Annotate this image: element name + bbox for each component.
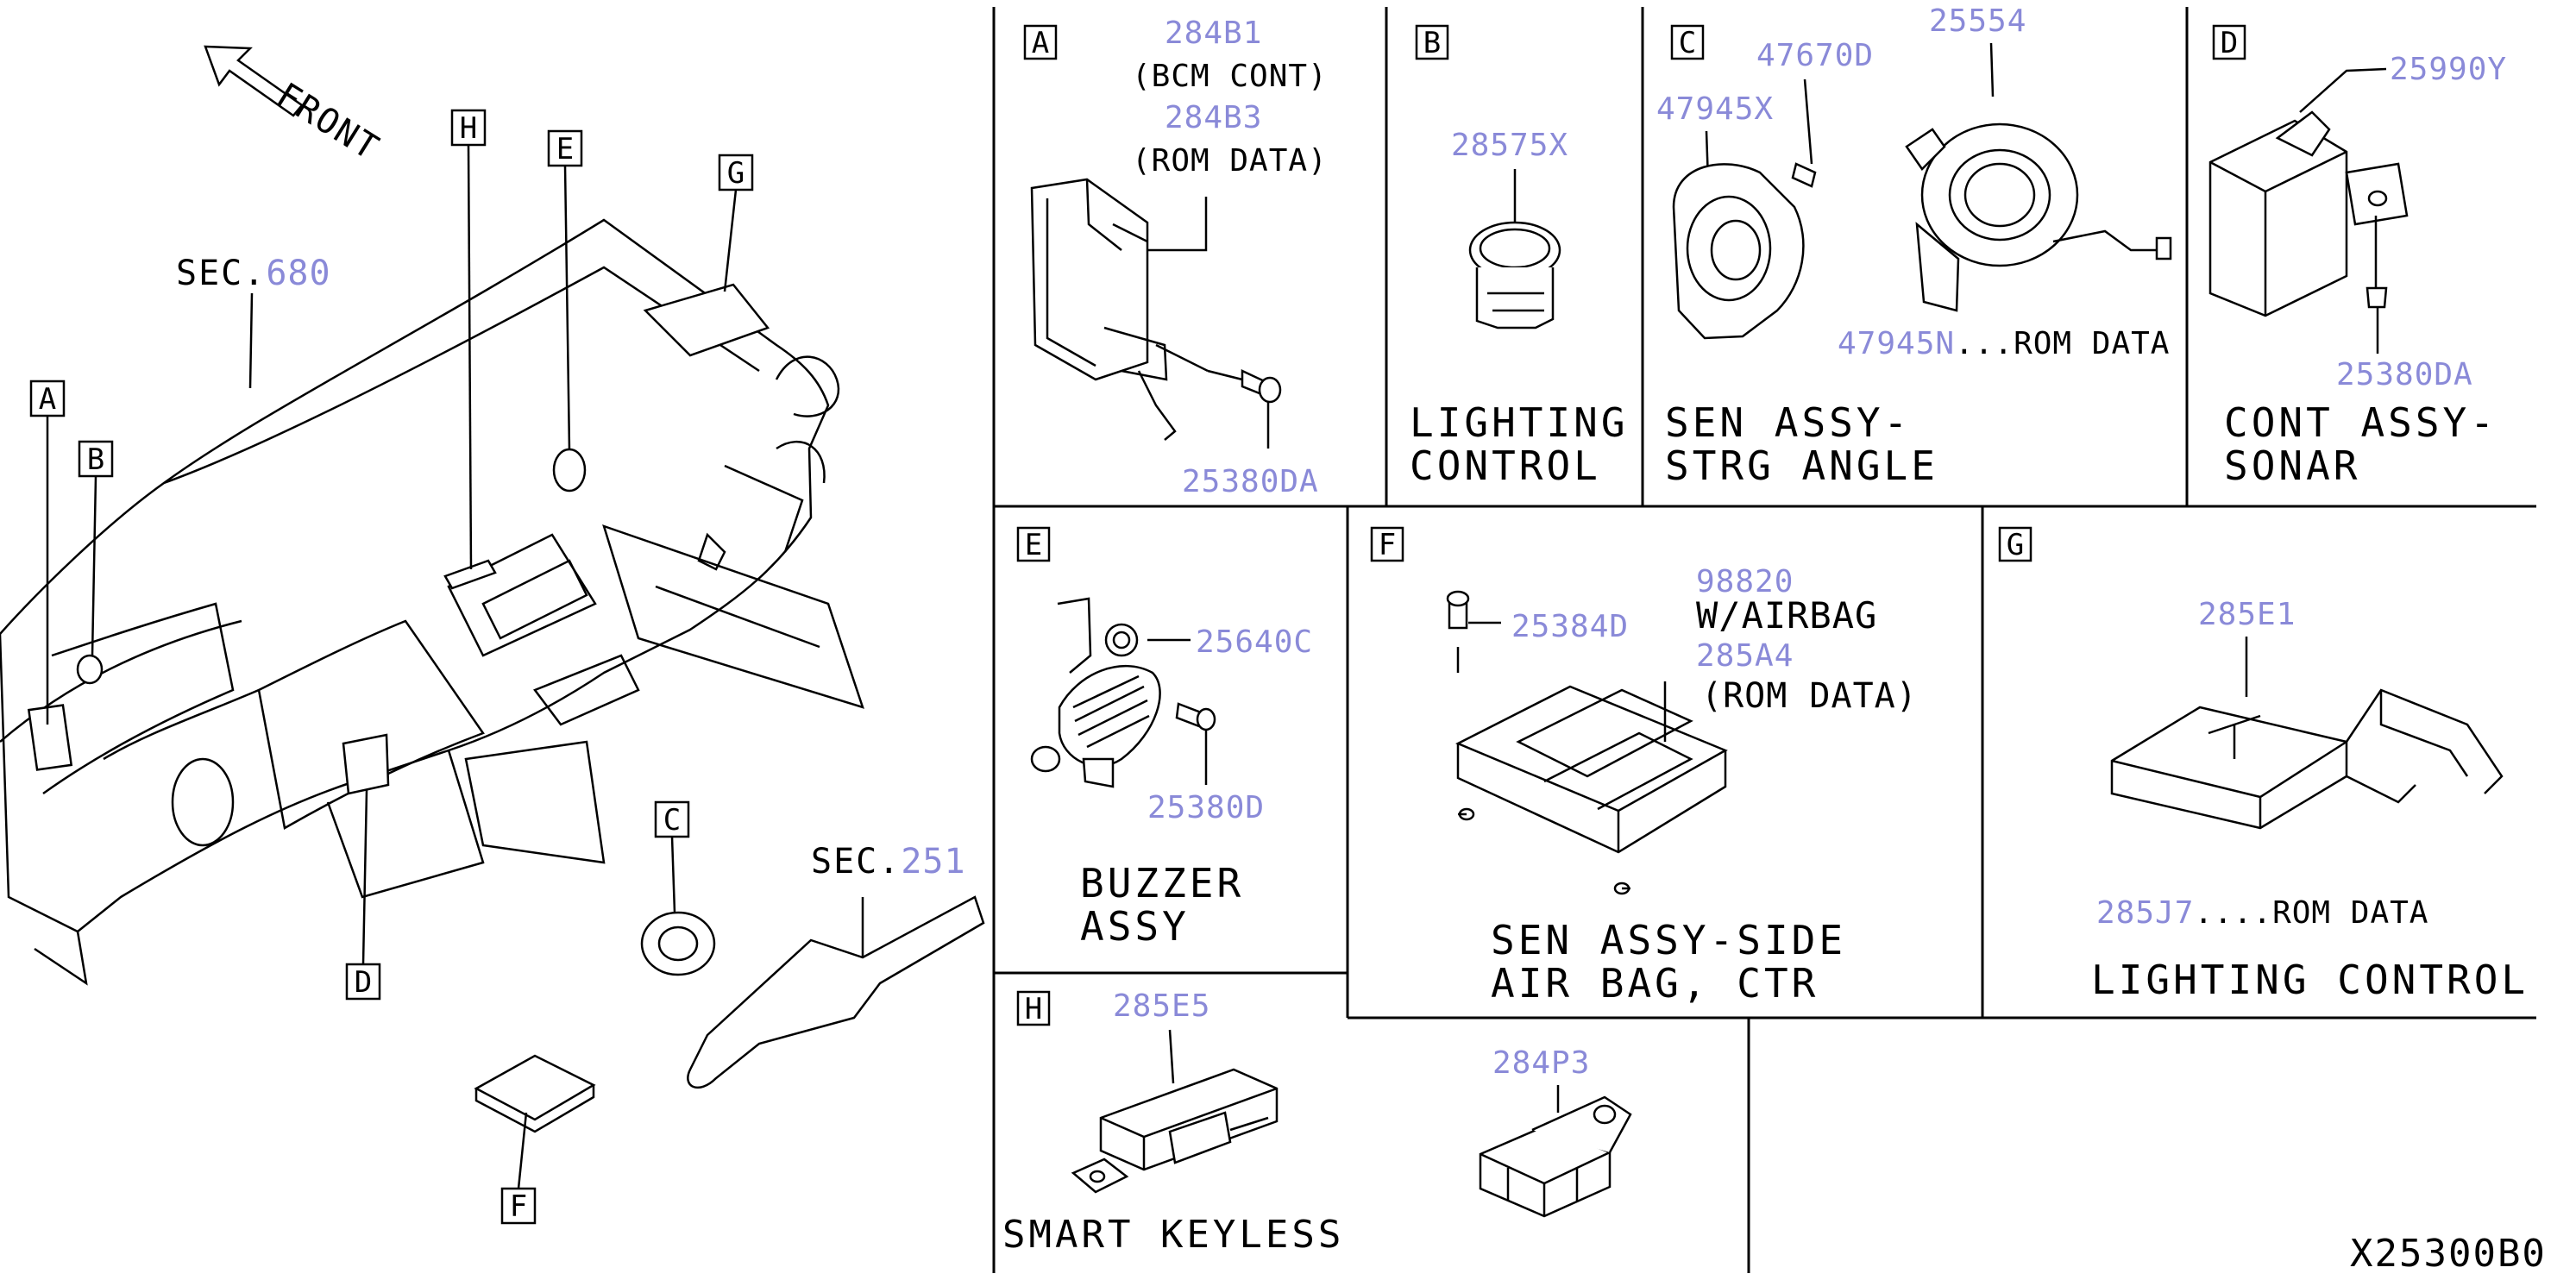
panel-f-label-2: AIR BAG, CTR <box>1491 960 1819 1007</box>
part-25384d: 25384D <box>1511 609 1629 644</box>
panel-c-label-2: STRG ANGLE <box>1665 442 1938 489</box>
panel-d-label-1: CONT ASSY- <box>2224 399 2497 446</box>
svg-text:H: H <box>460 111 477 146</box>
panel-d-key: D <box>2221 26 2238 60</box>
callout-h: H <box>450 109 487 570</box>
part-284b1: 284B1 <box>1165 16 1262 51</box>
drawing-id: X25300B0 <box>2350 1232 2547 1276</box>
panel-g-key: G <box>2007 528 2024 562</box>
part-285a4: 285A4 <box>1696 638 1794 674</box>
part-285j7: 285J7....ROM DATA <box>2096 895 2428 931</box>
callout-b: B <box>78 440 114 656</box>
panel-h: H 285E5 SMART KEYLESS <box>1002 988 1344 1257</box>
part-284b3: 284B3 <box>1165 100 1262 135</box>
overview-illustration: FRONT SEC.680 <box>0 45 985 1225</box>
front-label: FRONT <box>270 75 386 168</box>
overview-part-g <box>643 283 770 357</box>
svg-text:G: G <box>727 156 745 191</box>
overview-part-d <box>342 733 390 795</box>
callout-f: F <box>500 1112 537 1225</box>
part-25380da-d: 25380DA <box>2336 357 2473 392</box>
panel-b-key: B <box>1423 26 1441 60</box>
part-285a4-desc: (ROM DATA) <box>1701 676 1918 716</box>
panel-e-key: E <box>1025 528 1042 562</box>
callout-a: A <box>29 380 66 725</box>
panel-g-label-1: LIGHTING CONTROL <box>2091 957 2529 1003</box>
sec-251-label: SEC.251 <box>811 842 966 882</box>
overview-part-h <box>443 559 497 590</box>
svg-text:A: A <box>39 382 56 417</box>
panel-b-label-1: LIGHTING <box>1410 399 1629 446</box>
panel-f-label-1: SEN ASSY-SIDE <box>1491 917 1846 963</box>
part-25554: 25554 <box>1929 3 2026 39</box>
part-284b1-desc: (BCM CONT) <box>1132 59 1328 94</box>
panel-a-key: A <box>1032 26 1049 60</box>
svg-text:B: B <box>87 442 104 477</box>
part-47945n: 47945N...ROM DATA <box>1838 326 2170 361</box>
callout-c: C <box>654 800 690 913</box>
panel-h-key: H <box>1025 992 1042 1026</box>
sec-680-label: SEC.680 <box>176 254 331 293</box>
svg-text:E: E <box>556 132 574 166</box>
svg-text:C: C <box>663 803 681 838</box>
part-25640c: 25640C <box>1196 624 1313 660</box>
panel-e-label-1: BUZZER <box>1080 860 1244 907</box>
panel-d: D 25990Y 25380DA CONT ASSY- SONAR <box>2208 24 2507 489</box>
panel-c: C 47670D 47945X 25554 47945N...ROM DATA … <box>1656 3 2172 489</box>
callout-e: E <box>547 129 583 451</box>
overview-part-a <box>27 704 73 771</box>
panel-b: B 28575X LIGHTING CONTROL <box>1410 24 1629 489</box>
part-285e5: 285E5 <box>1113 988 1210 1024</box>
callout-g: G <box>718 154 754 292</box>
panel-f: F 98820 W/AIRBAG 25384D 285A4 (ROM DATA)… <box>1370 526 1918 1007</box>
overview-part-b <box>76 654 104 685</box>
part-98820-desc: W/AIRBAG <box>1696 594 1877 637</box>
panel-a: A 284B1 (BCM CONT) 284B3 (ROM DATA) 2538… <box>1023 16 1328 499</box>
panel-c-key: C <box>1679 26 1696 60</box>
panel-g: G 285E1 285J7....ROM DATA LIGHTING CONTR… <box>1998 526 2529 1003</box>
overview-part-e <box>552 448 587 493</box>
part-98820: 98820 <box>1696 564 1794 599</box>
part-25380d: 25380D <box>1147 790 1265 825</box>
part-25380da-a: 25380DA <box>1182 464 1319 499</box>
panel-grid <box>992 7 2536 1273</box>
part-47670d: 47670D <box>1756 38 1874 73</box>
panel-e: E 25640C 25380D BUZZER ASSY <box>1016 526 1313 950</box>
panel-c-label-1: SEN ASSY- <box>1665 399 1911 446</box>
part-284b3-desc: (ROM DATA) <box>1132 143 1328 179</box>
part-28575x: 28575X <box>1451 128 1568 163</box>
part-284p3: 284P3 <box>1492 1045 1590 1081</box>
part-285e1: 285E1 <box>2198 597 2296 632</box>
panel-h-label-1: SMART KEYLESS <box>1002 1213 1344 1257</box>
panel-extra: 284P3 <box>1479 1045 1632 1218</box>
panel-f-key: F <box>1379 528 1396 562</box>
part-25990y: 25990Y <box>2390 52 2507 87</box>
panel-e-label-2: ASSY <box>1080 903 1190 950</box>
svg-text:F: F <box>510 1189 527 1224</box>
panel-b-label-2: CONTROL <box>1410 442 1601 489</box>
callout-d: D <box>345 789 381 1001</box>
svg-text:D: D <box>355 965 372 1000</box>
panel-d-label-2: SONAR <box>2224 442 2360 489</box>
overview-part-c <box>640 911 716 976</box>
part-47945x: 47945X <box>1656 91 1774 127</box>
front-arrow-icon <box>204 45 304 117</box>
